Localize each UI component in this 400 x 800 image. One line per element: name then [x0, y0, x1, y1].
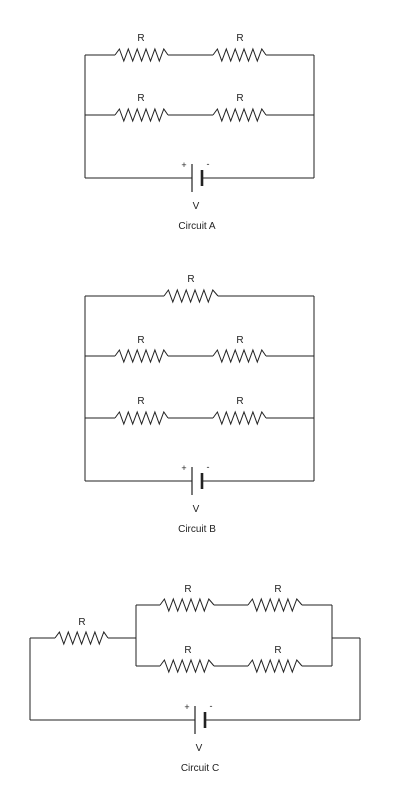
- resistor-label: R: [137, 335, 144, 346]
- resistor: [54, 630, 109, 646]
- resistor: [114, 410, 169, 426]
- resistor: [212, 47, 267, 63]
- resistor-label: R: [78, 617, 85, 628]
- resistor-label: R: [274, 645, 281, 656]
- resistor-label: R: [137, 33, 144, 44]
- circuit-caption: Circuit A: [178, 221, 216, 232]
- battery-minus-sign: -: [207, 159, 210, 169]
- resistor: [114, 107, 169, 123]
- battery-label: V: [196, 743, 203, 754]
- resistor-label: R: [184, 645, 191, 656]
- resistor-label: R: [184, 584, 191, 595]
- resistor: [114, 47, 169, 63]
- resistor-label: R: [236, 335, 243, 346]
- resistor: [212, 410, 267, 426]
- circuit-c: R R R R R + - V Circuit C: [29, 584, 361, 774]
- resistor: [159, 597, 215, 613]
- circuit-b: R R R R R + - V Circuit B: [84, 274, 315, 535]
- resistor-label: R: [236, 33, 243, 44]
- resistor-label: R: [137, 396, 144, 407]
- circuit-c-wires: [29, 604, 361, 721]
- resistor: [159, 658, 215, 674]
- resistor-label: R: [137, 93, 144, 104]
- battery-plus-sign: +: [181, 160, 186, 170]
- battery: [194, 706, 207, 734]
- resistor: [114, 348, 169, 364]
- resistor-label: R: [236, 93, 243, 104]
- resistor: [247, 597, 303, 613]
- battery: [191, 467, 204, 495]
- resistor-label: R: [236, 396, 243, 407]
- battery-label: V: [193, 504, 200, 515]
- circuit-a: R R R R + - V Circuit A: [84, 33, 315, 232]
- circuit-caption: Circuit C: [181, 763, 219, 774]
- battery-label: V: [193, 201, 200, 212]
- resistor: [212, 348, 267, 364]
- battery-plus-sign: +: [181, 463, 186, 473]
- resistor: [247, 658, 303, 674]
- battery: [191, 164, 204, 192]
- resistor: [212, 107, 267, 123]
- resistor-label: R: [187, 274, 194, 285]
- circuit-caption: Circuit B: [178, 524, 216, 535]
- battery-plus-sign: +: [184, 702, 189, 712]
- battery-minus-sign: -: [210, 701, 213, 711]
- resistor: [163, 288, 219, 304]
- circuit-b-wires: [84, 295, 315, 482]
- circuit-a-wires: [84, 54, 315, 179]
- resistor-label: R: [274, 584, 281, 595]
- battery-minus-sign: -: [207, 462, 210, 472]
